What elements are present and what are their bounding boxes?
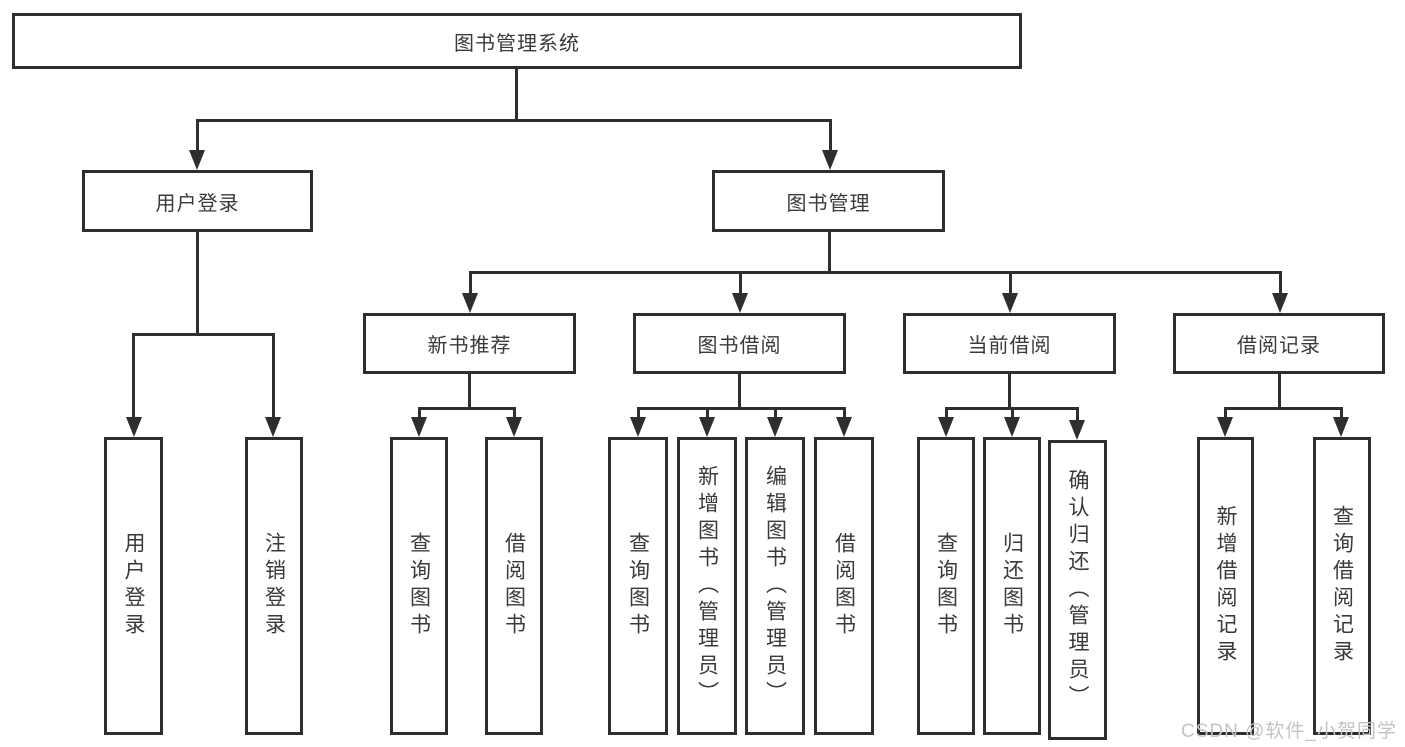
arrow-down-icon (1002, 293, 1018, 313)
connector-line (945, 407, 948, 419)
arrow-down-icon (732, 293, 748, 313)
connector-line (843, 407, 846, 419)
arrow-down-icon (189, 150, 205, 170)
leaf-label: 借阅图书 (502, 532, 526, 640)
node-label: 图书借阅 (697, 335, 782, 357)
node-book-management: 图书管理 (712, 170, 945, 232)
leaf-label: 用户登录 (122, 532, 145, 640)
node-label: 图书管理 (786, 192, 871, 215)
connector-line (469, 271, 472, 295)
arrow-down-icon (1069, 420, 1085, 440)
connector-line (272, 333, 275, 419)
connector-line (513, 407, 516, 419)
leaf-newbook-query-books: 查询图书 (390, 437, 448, 735)
connector-line (1008, 373, 1011, 409)
connector-line (1076, 407, 1079, 421)
node-label: 借阅记录 (1237, 335, 1321, 357)
leaf-current-return-books: 归还图书 (983, 437, 1041, 735)
connector-line (469, 271, 1282, 274)
leaf-records-query-borrow-record: 查询借阅记录 (1313, 437, 1371, 735)
connector-line (774, 407, 777, 419)
connector-line (1278, 373, 1281, 409)
connector-line (196, 231, 199, 335)
arrow-down-icon (699, 417, 715, 437)
arrow-down-icon (462, 293, 478, 313)
leaf-label: 编辑图书（管理员） (763, 464, 787, 708)
node-user-login: 用户登录 (82, 170, 313, 232)
leaf-logout-login: 注销登录 (245, 437, 303, 735)
leaf-label: 借阅图书 (832, 532, 856, 640)
node-label: 当前借阅 (967, 335, 1052, 357)
connector-line (1009, 271, 1012, 295)
connector-line (738, 373, 741, 409)
connector-line (1011, 407, 1014, 419)
node-label: 新书推荐 (427, 335, 512, 357)
connector-line (515, 68, 518, 121)
node-borrowing-records: 借阅记录 (1173, 313, 1385, 374)
connector-line (418, 407, 516, 410)
arrow-down-icon (767, 417, 783, 437)
leaf-current-confirm-return-admin: 确认归还（管理员） (1048, 440, 1107, 740)
arrow-down-icon (1004, 417, 1020, 437)
arrow-down-icon (836, 417, 852, 437)
leaf-borrowing-borrow-books: 借阅图书 (814, 437, 874, 735)
leaf-label: 查询借阅记录 (1330, 505, 1354, 667)
node-label: 图书管理系统 (454, 32, 580, 55)
arrow-down-icon (265, 417, 281, 437)
connector-line (637, 407, 640, 419)
connector-line (1224, 407, 1227, 419)
leaf-label: 注销登录 (262, 532, 286, 640)
watermark: CSDN @软件_小贺同学 (1181, 721, 1397, 742)
connector-line (829, 119, 832, 153)
leaf-borrowing-query-books: 查询图书 (608, 437, 668, 735)
leaf-label: 查询图书 (934, 532, 958, 640)
arrow-down-icon (506, 417, 522, 437)
leaf-label: 查询图书 (626, 532, 650, 640)
connector-line (132, 333, 275, 336)
leaf-label: 新增图书（管理员） (695, 464, 719, 708)
node-new-book-recommendation: 新书推荐 (363, 313, 576, 374)
node-label: 用户登录 (155, 192, 240, 215)
connector-line (196, 119, 199, 153)
leaf-label: 查询图书 (407, 532, 431, 640)
node-library-management-system: 图书管理系统 (12, 13, 1022, 69)
leaf-label: 新增借阅记录 (1214, 505, 1237, 667)
leaf-user-login: 用户登录 (104, 437, 163, 735)
connector-line (1279, 271, 1282, 295)
connector-line (196, 119, 832, 122)
leaf-label: 归还图书 (1000, 532, 1024, 640)
connector-line (637, 407, 846, 410)
leaf-current-query-books: 查询图书 (917, 437, 975, 735)
leaf-borrowing-edit-books-admin: 编辑图书（管理员） (745, 437, 805, 735)
arrow-down-icon (938, 417, 954, 437)
connector-line (706, 407, 709, 419)
arrow-down-icon (126, 417, 142, 437)
arrow-down-icon (1272, 293, 1288, 313)
connector-line (1224, 407, 1343, 410)
arrow-down-icon (630, 417, 646, 437)
node-book-borrowing: 图书借阅 (633, 313, 846, 374)
leaf-borrowing-add-books-admin: 新增图书（管理员） (677, 437, 737, 735)
arrow-down-icon (1333, 417, 1349, 437)
arrow-down-icon (1217, 417, 1233, 437)
node-current-borrowing: 当前借阅 (903, 313, 1116, 374)
connector-line (418, 407, 421, 419)
connector-line (828, 231, 831, 273)
connector-line (739, 271, 742, 295)
connector-line (468, 373, 471, 409)
arrow-down-icon (411, 417, 427, 437)
connector-line (1340, 407, 1343, 419)
arrow-down-icon (822, 150, 838, 170)
connector-line (132, 333, 135, 419)
leaf-label: 确认归还（管理员） (1066, 468, 1089, 712)
leaf-newbook-borrow-books: 借阅图书 (485, 437, 543, 735)
leaf-records-add-borrow-record: 新增借阅记录 (1197, 437, 1254, 735)
